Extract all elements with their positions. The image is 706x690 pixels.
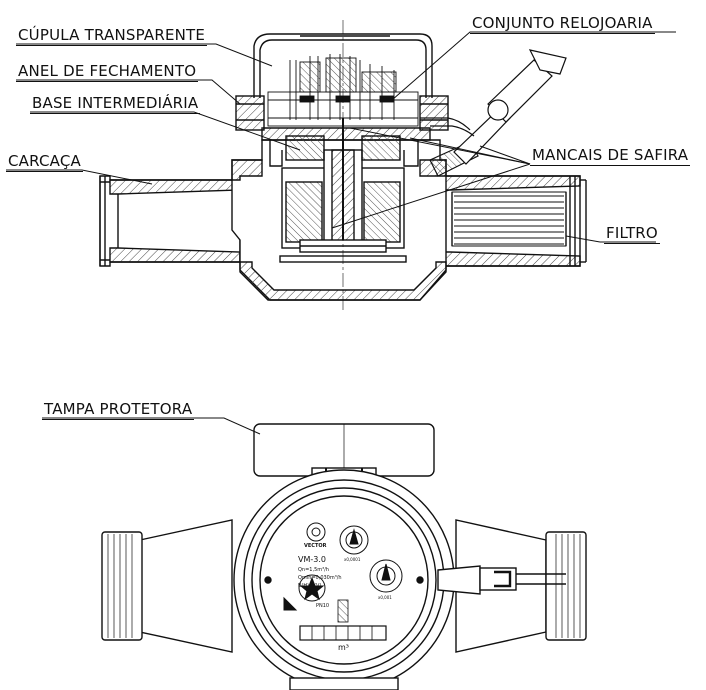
front-regulator (437, 565, 566, 595)
dial-qn: Qn=1,5m³/h (298, 567, 329, 573)
dial-mult-large: x0,001 (378, 595, 392, 600)
strainer-filter (451, 191, 567, 247)
star-wheel (298, 574, 326, 602)
intermediate-base (261, 127, 431, 167)
label-tampa-protetora: TAMPA PROTETORA (42, 400, 195, 420)
closing-ring (235, 95, 449, 131)
dial-qmin: Qmin=0,030m³/h (298, 575, 342, 581)
transparent-dome (253, 33, 433, 98)
sensor-symbol (283, 596, 298, 611)
front-view (101, 423, 587, 690)
dial-class: B(H) A(V) (298, 583, 322, 589)
label-anel-de-fechamento: ANEL DE FECHAMENTO (16, 62, 199, 82)
front-housing (233, 469, 455, 690)
dial-mult-small: x0,0001 (344, 557, 361, 562)
dial-brand: VECTOR (304, 543, 327, 549)
section-view (99, 20, 587, 312)
odometer (299, 599, 387, 641)
label-base-intermediaria: BASE INTERMEDIÁRIA (30, 94, 201, 114)
label-filtro: FILTRO (604, 224, 660, 244)
dial-unit: m³ (338, 643, 349, 652)
dial-pn: PN10 (316, 603, 330, 609)
regulator-screw (420, 49, 567, 177)
dial-large (369, 559, 403, 593)
leader-tampa (42, 417, 261, 435)
inlet-pipe (99, 175, 241, 267)
label-carcaca: CARCAÇA (6, 152, 84, 172)
label-conjunto-relojoaria: CONJUNTO RELOJOARIA (470, 14, 655, 34)
dial-small (339, 525, 369, 555)
dial-model: VM-3.0 (298, 555, 326, 564)
brand-logo (306, 522, 326, 542)
label-cupula-transparente: CÚPULA TRANSPARENTE (16, 26, 208, 46)
label-mancais-de-safira: MANCAIS DE SAFIRA (530, 146, 691, 166)
leader-lines (6, 31, 676, 243)
